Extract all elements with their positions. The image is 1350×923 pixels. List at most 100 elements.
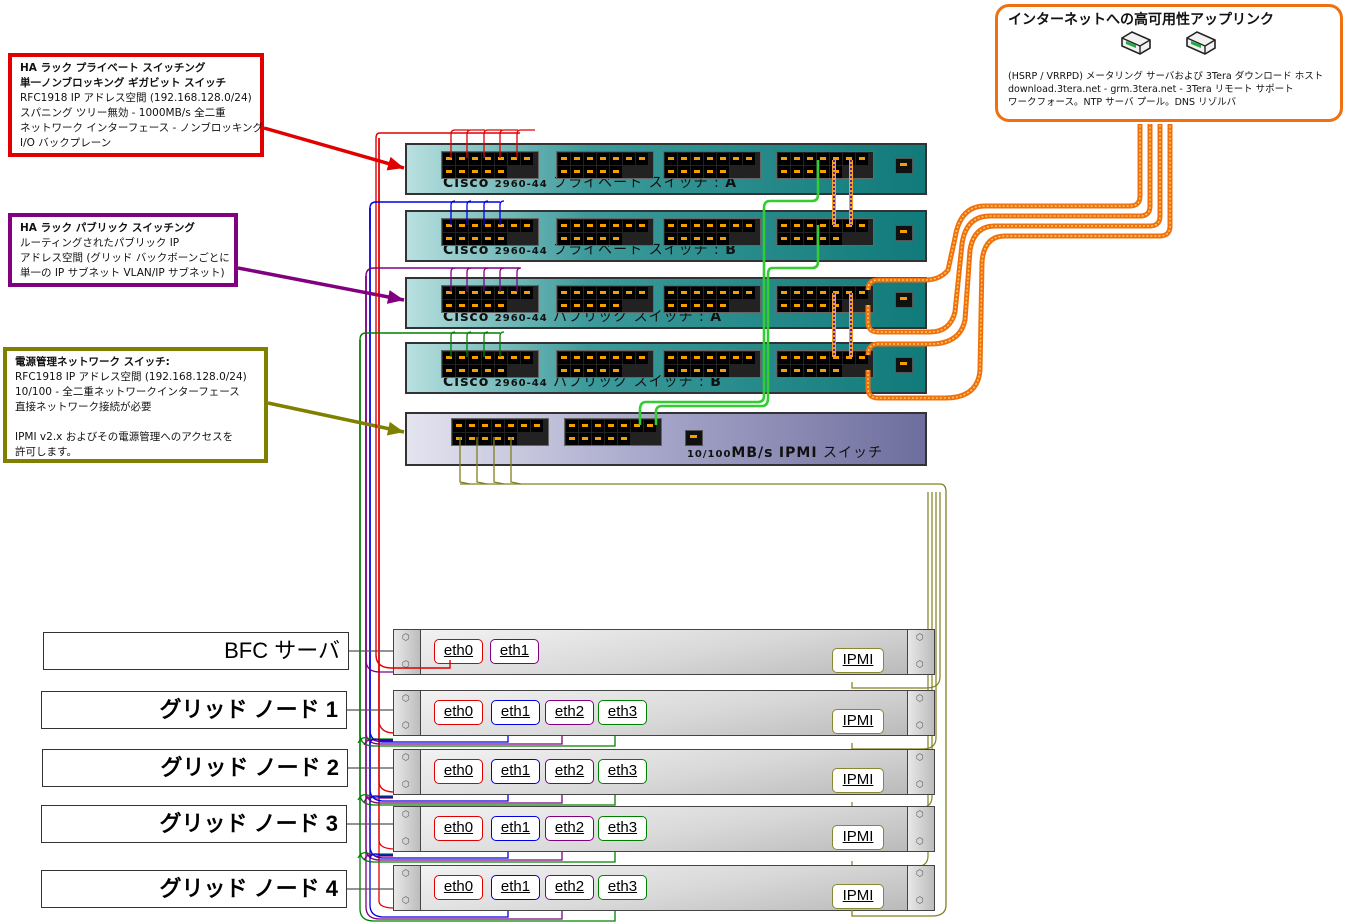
ethernet-port[interactable] (479, 420, 491, 432)
ethernet-port[interactable] (817, 300, 829, 312)
ethernet-port[interactable] (558, 287, 570, 299)
ethernet-port[interactable] (443, 300, 455, 312)
ethernet-port[interactable] (495, 166, 507, 178)
ethernet-port[interactable] (610, 153, 622, 165)
ethernet-port[interactable] (597, 153, 609, 165)
ethernet-port[interactable] (584, 153, 596, 165)
ethernet-port[interactable] (691, 153, 703, 165)
ethernet-port[interactable] (558, 153, 570, 165)
ethernet-port[interactable] (678, 352, 690, 364)
ethernet-port[interactable] (584, 352, 596, 364)
nic-eth1[interactable]: eth1 (490, 639, 539, 664)
ethernet-port[interactable] (636, 153, 648, 165)
ethernet-port[interactable] (743, 287, 755, 299)
ethernet-port[interactable] (830, 153, 842, 165)
ethernet-port[interactable] (665, 352, 677, 364)
ethernet-port[interactable] (665, 300, 677, 312)
ethernet-port[interactable] (830, 220, 842, 232)
console-port[interactable] (895, 357, 913, 373)
ethernet-port[interactable] (482, 166, 494, 178)
ethernet-port[interactable] (571, 365, 583, 377)
nic-eth1[interactable]: eth1 (491, 759, 540, 784)
ethernet-port[interactable] (482, 287, 494, 299)
ethernet-port[interactable] (610, 300, 622, 312)
ethernet-port[interactable] (508, 287, 520, 299)
ethernet-port[interactable] (791, 153, 803, 165)
ethernet-port[interactable] (691, 233, 703, 245)
ethernet-port[interactable] (597, 166, 609, 178)
ethernet-port[interactable] (518, 420, 530, 432)
ethernet-port[interactable] (521, 153, 533, 165)
ethernet-port[interactable] (778, 233, 790, 245)
ethernet-port[interactable] (571, 233, 583, 245)
ethernet-port[interactable] (843, 153, 855, 165)
ethernet-port[interactable] (618, 433, 630, 445)
nic-eth2[interactable]: eth2 (545, 700, 594, 725)
ethernet-port[interactable] (830, 233, 842, 245)
ethernet-port[interactable] (495, 300, 507, 312)
nic-ipmi[interactable]: IPMI (832, 768, 884, 793)
ethernet-port[interactable] (817, 166, 829, 178)
ethernet-port[interactable] (469, 220, 481, 232)
ethernet-port[interactable] (443, 352, 455, 364)
ethernet-port[interactable] (584, 233, 596, 245)
ethernet-port[interactable] (743, 153, 755, 165)
ethernet-port[interactable] (521, 220, 533, 232)
ethernet-port[interactable] (704, 365, 716, 377)
ethernet-port[interactable] (508, 352, 520, 364)
ethernet-port[interactable] (618, 420, 630, 432)
ethernet-port[interactable] (592, 433, 604, 445)
ethernet-port[interactable] (856, 153, 868, 165)
ethernet-port[interactable] (623, 352, 635, 364)
ethernet-port[interactable] (778, 365, 790, 377)
ethernet-port[interactable] (584, 365, 596, 377)
ethernet-port[interactable] (717, 300, 729, 312)
ethernet-port[interactable] (456, 153, 468, 165)
ethernet-port[interactable] (717, 166, 729, 178)
ethernet-port[interactable] (678, 365, 690, 377)
ethernet-port[interactable] (665, 166, 677, 178)
ethernet-port[interactable] (778, 287, 790, 299)
ethernet-port[interactable] (579, 420, 591, 432)
ethernet-port[interactable] (566, 420, 578, 432)
ethernet-port[interactable] (469, 233, 481, 245)
ethernet-port[interactable] (453, 420, 465, 432)
ethernet-port[interactable] (678, 287, 690, 299)
ethernet-port[interactable] (804, 153, 816, 165)
ethernet-port[interactable] (778, 153, 790, 165)
ethernet-port[interactable] (584, 166, 596, 178)
ethernet-port[interactable] (610, 220, 622, 232)
ethernet-port[interactable] (791, 300, 803, 312)
nic-eth3[interactable]: eth3 (598, 759, 647, 784)
console-port[interactable] (895, 292, 913, 308)
ethernet-port[interactable] (443, 287, 455, 299)
ethernet-port[interactable] (495, 233, 507, 245)
ethernet-port[interactable] (691, 352, 703, 364)
ethernet-port[interactable] (584, 300, 596, 312)
ethernet-port[interactable] (856, 220, 868, 232)
ethernet-port[interactable] (665, 287, 677, 299)
ethernet-port[interactable] (804, 287, 816, 299)
ethernet-port[interactable] (558, 220, 570, 232)
ethernet-port[interactable] (558, 233, 570, 245)
ethernet-port[interactable] (456, 287, 468, 299)
ethernet-port[interactable] (791, 287, 803, 299)
ethernet-port[interactable] (469, 287, 481, 299)
ethernet-port[interactable] (508, 220, 520, 232)
ethernet-port[interactable] (804, 233, 816, 245)
ethernet-port[interactable] (717, 220, 729, 232)
ethernet-port[interactable] (730, 153, 742, 165)
ethernet-port[interactable] (492, 420, 504, 432)
ethernet-port[interactable] (443, 365, 455, 377)
ethernet-port[interactable] (665, 153, 677, 165)
nic-eth1[interactable]: eth1 (491, 816, 540, 841)
ethernet-port[interactable] (644, 420, 656, 432)
nic-eth3[interactable]: eth3 (598, 875, 647, 900)
ethernet-port[interactable] (665, 365, 677, 377)
nic-eth1[interactable]: eth1 (491, 700, 540, 725)
ethernet-port[interactable] (830, 352, 842, 364)
ethernet-port[interactable] (482, 233, 494, 245)
ethernet-port[interactable] (678, 233, 690, 245)
ethernet-port[interactable] (717, 153, 729, 165)
nic-eth3[interactable]: eth3 (598, 700, 647, 725)
